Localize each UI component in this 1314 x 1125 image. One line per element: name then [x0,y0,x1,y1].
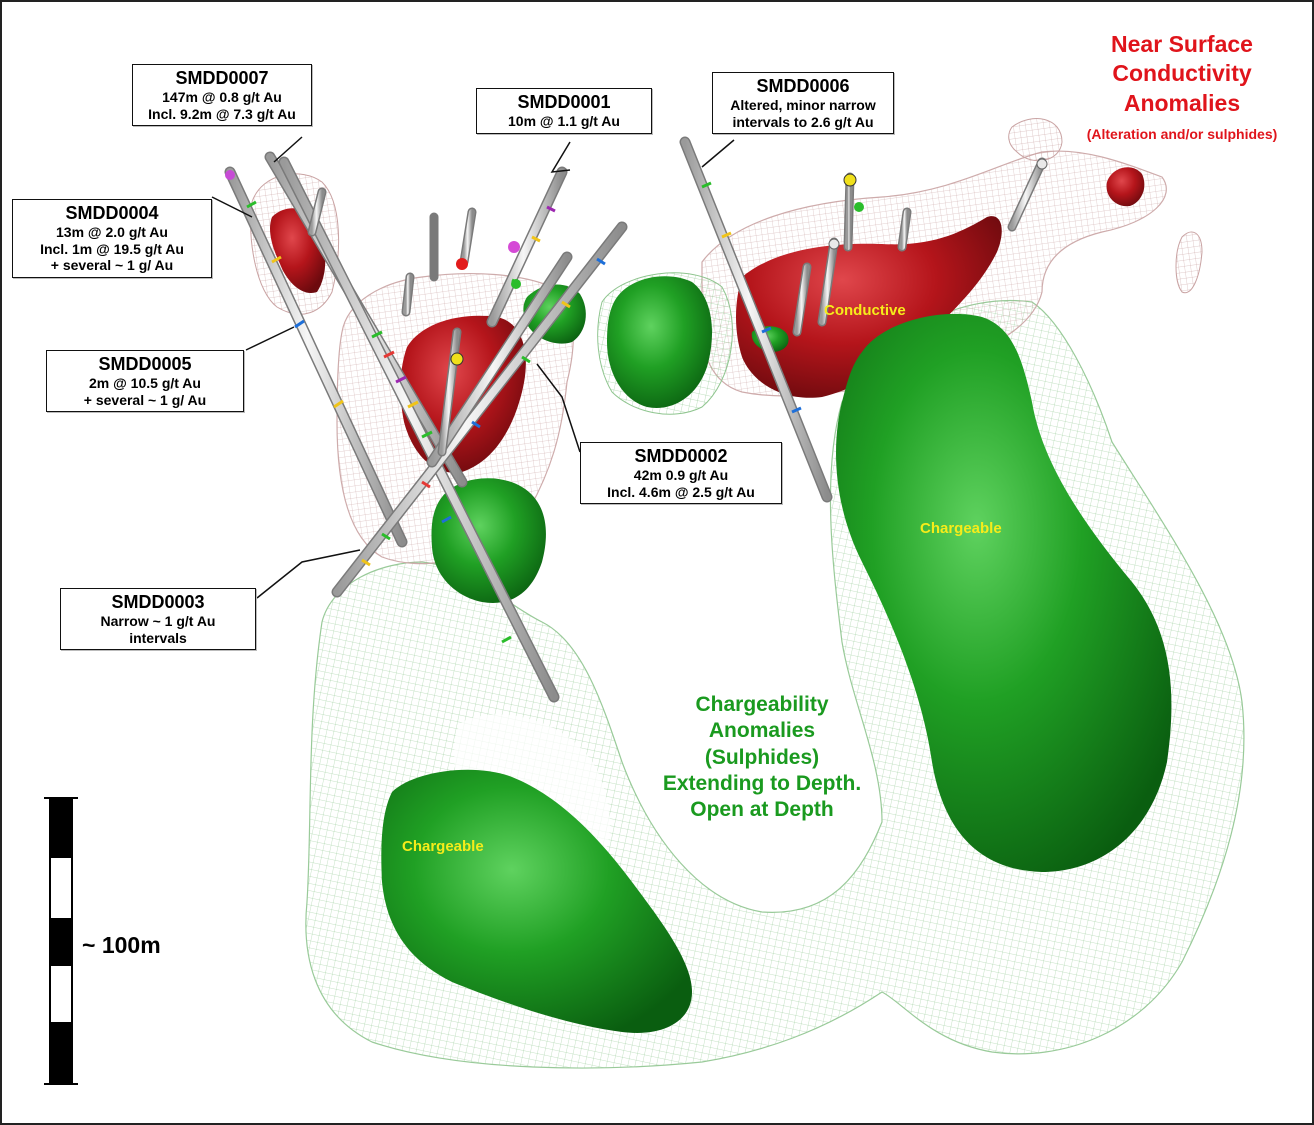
drill-holes [224,136,1047,703]
chargeable-label-right: Chargeable [920,520,1002,537]
conductivity-heading: Near Surface Conductivity Anomalies (Alt… [1062,30,1302,142]
callout-smdd0006: SMDD0006 Altered, minor narrow intervals… [712,72,894,135]
callout-hole-id: SMDD0003 [111,592,205,612]
callout-smdd0005: SMDD0005 2m @ 10.5 g/t Au + several ~ 1 … [46,350,244,413]
callout-smdd0004: SMDD0004 13m @ 2.0 g/t Au Incl. 1m @ 19.… [12,199,212,278]
conductivity-heading-line1: Near Surface [1111,31,1253,57]
callout-line: + several ~ 1 g/ Au [50,257,174,274]
callout-line: Incl. 1m @ 19.5 g/t Au [40,240,184,257]
callout-hole-id: SMDD0001 [517,92,611,112]
conductive-body-main-right [736,216,1002,398]
callout-hole-id: SMDD0004 [65,203,159,223]
leader-smdd0006 [701,139,735,168]
conductive-body-small-top-right [1106,167,1145,207]
callout-hole-id: SMDD0007 [175,68,269,88]
leader-smdd0005 [245,326,295,351]
chargeable-label-left: Chargeable [402,838,484,855]
callout-line: + several ~ 1 g/ Au [83,391,207,408]
drill-collars [225,158,1048,366]
leader-smdd0003 [256,549,361,599]
callout-hole-id: SMDD0005 [98,354,192,374]
chargeable-body-mid-left [607,276,712,408]
callout-line: Narrow ~ 1 g/t Au [100,613,216,630]
leader-lines [211,136,735,599]
chargeability-heading-line4: Extending to Depth. [662,771,862,795]
conductivity-heading-line2: Conductivity [1112,60,1252,87]
chargeable-body-left-lower [381,769,692,1033]
callout-hole-id: SMDD0006 [756,76,850,96]
callout-smdd0001: SMDD0001 10m @ 1.1 g/t Au [476,88,652,134]
callout-line: Incl. 4.6m @ 2.5 g/t Au [607,483,755,500]
callout-hole-id: SMDD0002 [634,446,728,466]
callout-line: intervals [129,629,187,646]
scale-bar-label: ~ 100m [82,932,161,958]
conductivity-heading-sub: (Alteration and/or sulphides) [1086,126,1278,143]
assay-intervals [246,181,802,644]
conductivity-heading-line3: Anomalies [1123,89,1241,116]
chargeable-body-right-large [836,313,1172,872]
chargeability-heading-line5: Open at Depth [690,798,834,821]
leader-smdd0001 [550,141,571,173]
leader-smdd0004 [211,196,253,218]
conductivity-mesh-shell-ring-top [1008,118,1063,162]
chargeability-heading-line3: (Sulphides) [704,745,820,769]
callout-smdd0007: SMDD0007 147m @ 0.8 g/t Au Incl. 9.2m @ … [132,64,312,127]
chargeability-heading-line2: Anomalies [708,719,816,743]
conductivity-mesh-shell-far-right [1175,231,1203,294]
scale-bar [44,797,78,1085]
callout-line: 147m @ 0.8 g/t Au [162,89,282,106]
callout-smdd0003: SMDD0003 Narrow ~ 1 g/t Au intervals [60,588,256,651]
leader-smdd0007 [273,136,303,163]
callout-line: Incl. 9.2m @ 7.3 g/t Au [148,105,296,122]
callout-line: intervals to 2.6 g/t Au [732,113,874,130]
leader-smdd0002 [536,363,581,453]
callout-line: 42m 0.9 g/t Au [633,467,729,484]
callout-line: 10m @ 1.1 g/t Au [508,113,620,130]
callout-smdd0002: SMDD0002 42m 0.9 g/t Au Incl. 4.6m @ 2.5… [580,442,782,505]
conductive-label: Conductive [824,302,906,319]
callout-line: Altered, minor narrow [730,97,876,114]
chargeability-heading: Chargeability Anomalies (Sulphides) Exte… [632,692,892,823]
chargeability-heading-line1: Chargeability [695,693,829,716]
callout-line: 13m @ 2.0 g/t Au [56,224,168,241]
callout-line: 2m @ 10.5 g/t Au [89,375,201,392]
